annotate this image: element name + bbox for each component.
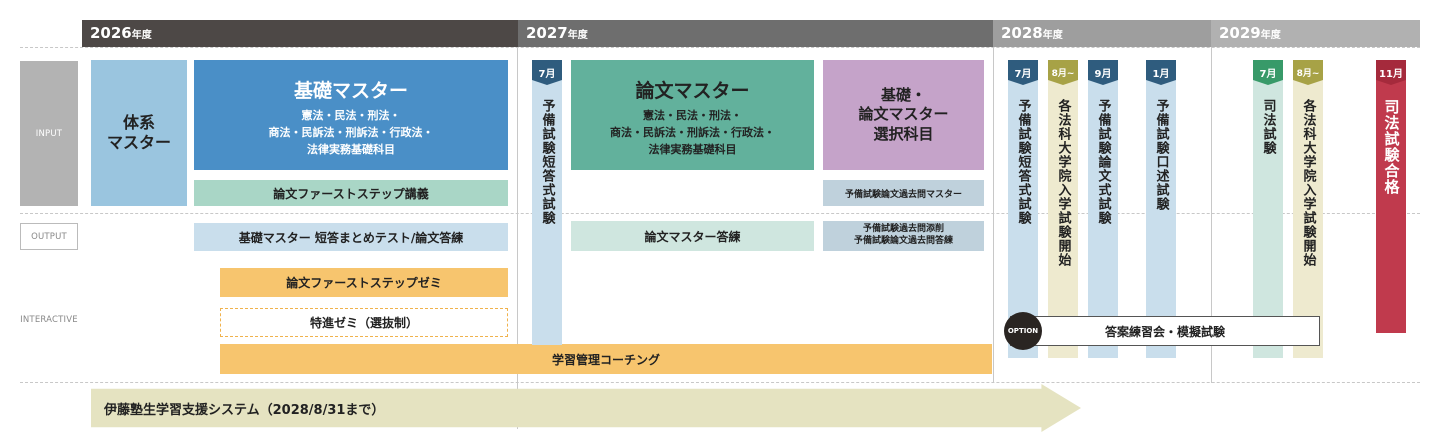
month-badge-text: 8月~: [1296, 69, 1320, 79]
system-arrow: [91, 384, 1081, 432]
option-block: 答案練習会・模擬試験: [1010, 316, 1320, 346]
milestone-text: 司法試験合格: [1382, 99, 1401, 195]
year-label: 2027: [526, 24, 568, 42]
taikei-master-label: 体系 マスター: [106, 113, 171, 152]
ronbun-master-title: 論文マスター: [635, 80, 750, 102]
ronbun-toren-block: 論文マスター答練: [571, 221, 814, 251]
ronbun-toren-label: 論文マスター答練: [644, 229, 741, 244]
ronbun-master-subjects: 憲法・民法・刑法・ 商法・民訴法・刑訴法・行政法・ 法律実務基礎科目: [610, 109, 775, 157]
year-bar-2028: 2028年度: [993, 20, 1211, 47]
kako-tensaku-label: 予備試験過去問添削 予備試験論文過去問答練: [853, 224, 953, 246]
year-suffix: 年度: [567, 30, 588, 41]
milestone-2028-yobi-tanto: 7月 予備試験短答式試験: [1008, 60, 1038, 358]
year-suffix: 年度: [131, 30, 152, 41]
divider-2027: [517, 47, 518, 429]
row-label-text: INTERACTIVE: [20, 315, 78, 325]
divider-input-output: [20, 213, 1420, 214]
year-bar-2027: 2027年度: [518, 20, 993, 47]
year-label: 2026: [90, 24, 132, 42]
option-label: 答案練習会・模擬試験: [1104, 324, 1225, 339]
kiso-master-subjects: 憲法・民法・刑法・ 商法・民訴法・刑訴法・行政法・ 法律実務基礎科目: [268, 109, 434, 157]
ronbun-first-zemi-block: 論文ファーストステップゼミ: [220, 268, 508, 297]
kako-master-label: 予備試験論文過去問マスター: [844, 189, 962, 200]
month-badge: 7月: [1008, 60, 1038, 85]
milestone-text: 各法科大学院入学試験開始: [1300, 99, 1316, 267]
month-badge: 8月~: [1048, 60, 1078, 85]
milestone-2029-law-school: 8月~ 各法科大学院入学試験開始: [1293, 60, 1323, 358]
year-bar-2029: 2029年度: [1211, 20, 1420, 47]
milestone-2029-pass: 11月 司法試験合格: [1376, 60, 1406, 333]
year-bar-2026: 2026年度: [82, 20, 518, 47]
ronbun-master-block: 論文マスター 憲法・民法・刑法・ 商法・民訴法・刑訴法・行政法・ 法律実務基礎科…: [571, 60, 814, 170]
milestone-2027-yobi-tanto: 7月 予備試験短答式試験: [532, 60, 562, 345]
tokushin-zemi-block: 特進ゼミ（選抜制）: [220, 308, 508, 337]
year-label: 2028: [1001, 24, 1043, 42]
kako-tensaku-block: 予備試験過去問添削 予備試験論文過去問答練: [823, 221, 984, 251]
month-badge: 11月: [1376, 60, 1406, 85]
milestone-2028-law-school: 8月~ 各法科大学院入学試験開始: [1048, 60, 1078, 358]
kiso-master-block: 基礎マスター 憲法・民法・刑法・ 商法・民訴法・刑訴法・行政法・ 法律実務基礎科…: [194, 60, 508, 170]
month-badge-text: 9月: [1094, 69, 1112, 80]
row-label-interactive: INTERACTIVE: [20, 310, 78, 330]
kiso-master-title: 基礎マスター: [293, 80, 408, 102]
milestone-text: 司法試験: [1260, 99, 1276, 155]
kiso-sentaku-block: 基礎・ 論文マスター 選択科目: [823, 60, 984, 170]
row-label-text: OUTPUT: [31, 231, 67, 242]
month-badge-text: 7月: [538, 69, 556, 80]
month-badge-text: 8月~: [1051, 69, 1075, 79]
milestone-text: 予備試験短答式試験: [1015, 99, 1031, 225]
option-badge-text: OPTION: [1007, 327, 1039, 335]
ronbun-first-kogi-block: 論文ファーストステップ講義: [194, 180, 508, 206]
divider-top: [20, 47, 1420, 48]
coaching-block: 学習管理コーチング: [220, 344, 992, 374]
month-badge: 7月: [532, 60, 562, 85]
month-badge-text: 7月: [1259, 69, 1277, 80]
ronbun-first-kogi-label: 論文ファーストステップ講義: [273, 186, 429, 201]
month-badge: 9月: [1088, 60, 1118, 85]
month-badge-text: 7月: [1014, 69, 1032, 80]
row-label-text: INPUT: [35, 128, 63, 139]
month-badge-text: 1月: [1152, 69, 1170, 80]
milestone-2029-shihou: 7月 司法試験: [1253, 60, 1283, 358]
system-label: 伊藤塾生学習支援システム（2028/8/31まで）: [104, 403, 385, 418]
year-label: 2029: [1219, 24, 1261, 42]
month-badge-text: 11月: [1379, 69, 1403, 80]
row-label-input: INPUT: [20, 61, 78, 206]
taikei-master-block: 体系 マスター: [91, 60, 187, 206]
year-suffix: 年度: [1260, 30, 1281, 41]
milestone-2028-yobi-ronbun: 9月 予備試験論文式試験: [1088, 60, 1118, 358]
kako-master-block: 予備試験論文過去問マスター: [823, 180, 984, 206]
kiso-sentaku-label: 基礎・ 論文マスター 選択科目: [858, 85, 949, 143]
divider-2028: [993, 47, 994, 383]
ronbun-first-zemi-label: 論文ファーストステップゼミ: [286, 276, 442, 290]
milestone-text: 予備試験論文式試験: [1095, 99, 1111, 225]
kiso-toren-label: 基礎マスター 短答まとめテスト/論文答練: [238, 230, 464, 245]
year-suffix: 年度: [1042, 30, 1063, 41]
coaching-label: 学習管理コーチング: [551, 352, 660, 367]
tokushin-zemi-label: 特進ゼミ（選抜制）: [309, 316, 418, 330]
kiso-toren-block: 基礎マスター 短答まとめテスト/論文答練: [194, 223, 508, 251]
option-badge: OPTION: [1004, 312, 1042, 350]
milestone-text: 各法科大学院入学試験開始: [1055, 99, 1071, 267]
divider-2029: [1211, 47, 1212, 383]
divider-bottom: [20, 382, 1420, 383]
month-badge: 8月~: [1293, 60, 1323, 85]
milestone-text: 予備試験短答式試験: [539, 99, 555, 225]
milestone-2028-yobi-koujutsu: 1月 予備試験口述試験: [1146, 60, 1176, 358]
month-badge: 7月: [1253, 60, 1283, 85]
milestone-text: 予備試験口述試験: [1153, 99, 1169, 211]
month-badge: 1月: [1146, 60, 1176, 85]
row-label-output: OUTPUT: [20, 223, 78, 250]
